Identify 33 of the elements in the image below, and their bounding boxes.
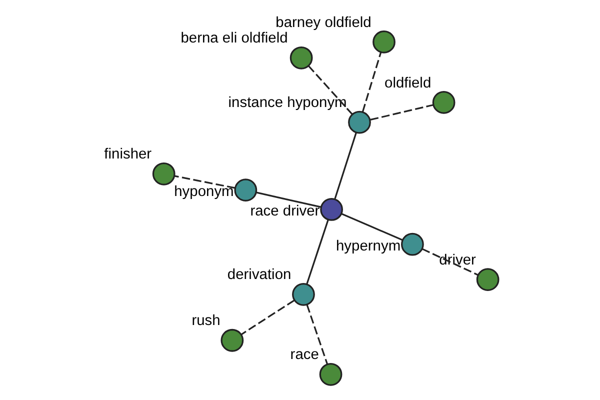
node-label: rush — [191, 313, 220, 330]
node-circle — [292, 282, 314, 306]
node-circle — [318, 362, 342, 386]
node-label: hypernym — [336, 238, 400, 254]
node-circle — [348, 110, 370, 134]
node-label: driver — [438, 252, 476, 268]
node-circle — [220, 328, 244, 352]
node-circle — [432, 91, 455, 114]
node-circle — [400, 232, 424, 256]
node-label: derivation — [226, 267, 291, 284]
node-circle — [234, 178, 257, 202]
node-label: barney oldfield — [275, 14, 371, 31]
connector — [361, 52, 382, 112]
connector — [421, 248, 478, 276]
node-circle — [289, 46, 312, 70]
node-circle — [152, 162, 175, 186]
connector — [256, 192, 321, 208]
node-label: oldfield — [384, 75, 431, 92]
connector — [174, 175, 235, 189]
connector — [334, 132, 356, 200]
connector — [240, 300, 294, 336]
connector — [306, 304, 328, 364]
node-circle — [476, 268, 499, 291]
node-label: berna eli oldfield — [180, 30, 288, 47]
connector — [306, 220, 328, 284]
node-circle — [372, 30, 395, 54]
node-label: hyponym — [174, 184, 234, 200]
node-label: race driver — [250, 204, 320, 220]
connector — [340, 213, 402, 241]
connector — [370, 104, 433, 121]
node-label: race — [290, 347, 318, 364]
node-label: finisher — [104, 146, 152, 163]
node-circle — [320, 198, 342, 221]
